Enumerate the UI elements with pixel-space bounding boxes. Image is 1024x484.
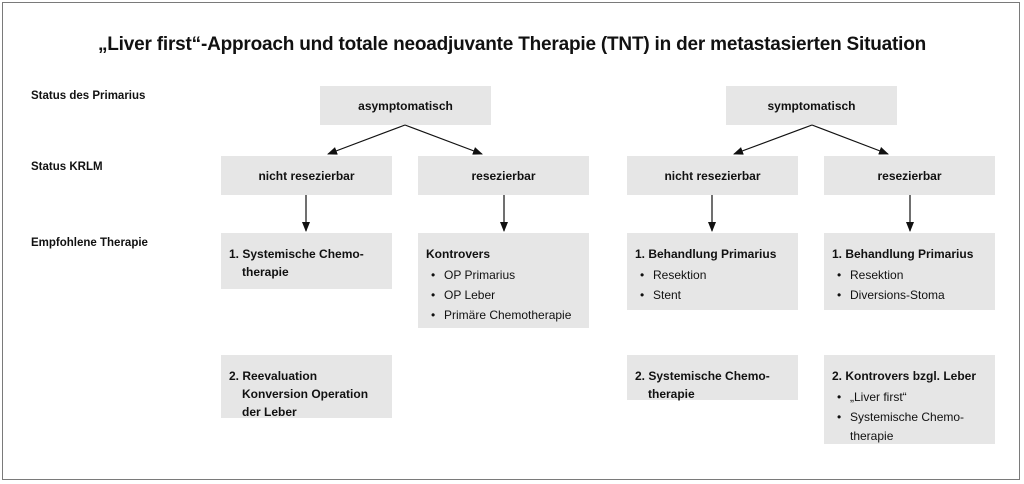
list-item: Primäre Chemotherapie <box>431 305 581 325</box>
therapy-c3-bottom-line1: 2. Systemische Chemo- <box>635 369 770 383</box>
therapy-c4-top-list: Resektion Diversions-Stoma <box>832 265 987 305</box>
therapy-c2-top: Kontrovers OP Primarius OP Leber Primäre… <box>418 233 589 328</box>
list-item: „Liver first“ <box>837 387 987 407</box>
therapy-c1-top: 1. Systemische Chemo- therapie <box>221 233 392 289</box>
therapy-c4-bottom: 2. Kontrovers bzgl. Leber „Liver first“ … <box>824 355 995 444</box>
list-item: OP Leber <box>431 285 581 305</box>
node-c2-label: resezierbar <box>471 168 536 183</box>
row-label-therapie: Empfohlene Therapie <box>31 237 148 249</box>
node-c1-label: nicht resezierbar <box>258 168 355 183</box>
row-label-krlm: Status KRLM <box>31 161 103 173</box>
therapy-c3-top: 1. Behandlung Primarius Resektion Stent <box>627 233 798 310</box>
list-item: Resektion <box>837 265 987 285</box>
therapy-c3-top-head: 1. Behandlung Primarius <box>635 247 777 261</box>
row-label-primarius: Status des Primarius <box>31 90 146 102</box>
therapy-c1-top-line2: therapie <box>242 265 289 279</box>
therapy-c3-bottom-line2: therapie <box>648 387 695 401</box>
therapy-c1-bottom-line2: Konversion Operation <box>242 387 369 401</box>
figure-title: „Liver first“-Approach und totale neoadj… <box>97 34 927 55</box>
therapy-c1-top-line1: 1. Systemische Chemo- <box>229 247 364 261</box>
therapy-c2-top-list: OP Primarius OP Leber Primäre Chemothera… <box>426 265 581 325</box>
therapy-c2-top-head: Kontrovers <box>426 247 491 261</box>
therapy-c4-bottom-item-cont: therapie <box>850 429 894 443</box>
list-item: Systemische Chemo- <box>837 407 987 427</box>
list-item: Resektion <box>640 265 790 285</box>
node-c1-nicht-resezierbar: nicht resezierbar <box>221 156 392 195</box>
list-item: OP Primarius <box>431 265 581 285</box>
node-c2-resezierbar: resezierbar <box>418 156 589 195</box>
therapy-c1-bottom-line3: der Leber <box>242 405 297 419</box>
node-asymptomatisch: asymptomatisch <box>320 86 491 125</box>
therapy-c4-bottom-head: 2. Kontrovers bzgl. Leber <box>832 369 977 383</box>
node-symptomatisch-label: symptomatisch <box>767 98 856 113</box>
therapy-c4-top-head: 1. Behandlung Primarius <box>832 247 974 261</box>
list-item: Stent <box>640 285 790 305</box>
node-symptomatisch: symptomatisch <box>726 86 897 125</box>
therapy-c4-top: 1. Behandlung Primarius Resektion Divers… <box>824 233 995 310</box>
therapy-c3-top-list: Resektion Stent <box>635 265 790 305</box>
therapy-c1-bottom: 2. Reevaluation Konversion Operation der… <box>221 355 392 419</box>
therapy-c3-bottom: 2. Systemische Chemo- therapie <box>627 355 798 401</box>
therapy-c4-bottom-list: „Liver first“ Systemische Chemo- <box>832 387 987 427</box>
node-c3-label: nicht resezierbar <box>664 168 761 183</box>
node-asymptomatisch-label: asymptomatisch <box>358 98 453 113</box>
node-c3-nicht-resezierbar: nicht resezierbar <box>627 156 798 195</box>
node-c4-label: resezierbar <box>877 168 942 183</box>
node-c4-resezierbar: resezierbar <box>824 156 995 195</box>
list-item: Diversions-Stoma <box>837 285 987 305</box>
therapy-c1-bottom-line1: 2. Reevaluation <box>229 369 318 383</box>
